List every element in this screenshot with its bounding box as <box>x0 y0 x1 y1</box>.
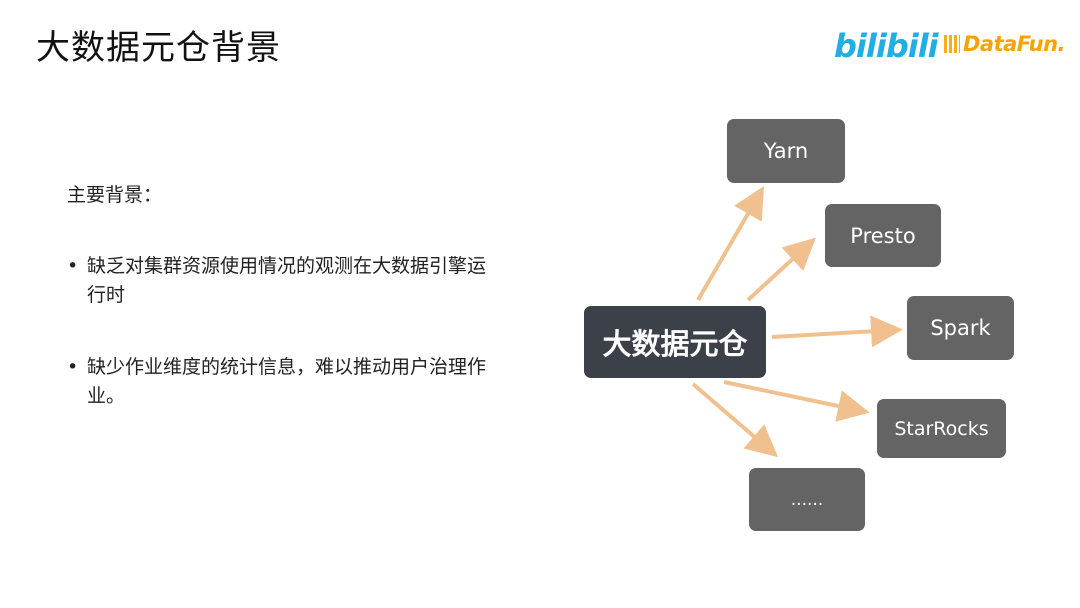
arrow-to-yarn <box>696 186 765 302</box>
bullet-marker: • <box>67 255 79 277</box>
arrow-to-starrocks <box>723 380 870 422</box>
arrow-to-spark <box>771 315 903 348</box>
arrow-to-presto <box>746 237 816 302</box>
datafun-logo: DataFun. <box>944 32 1066 56</box>
node-yarn: Yarn <box>727 119 845 183</box>
bullet-text: 缺少作业维度的统计信息，难以推动用户治理作业。 <box>87 356 487 407</box>
node-presto: Presto <box>825 204 941 267</box>
center-node: 大数据元仓 <box>584 306 766 378</box>
node-starrocks: StarRocks <box>877 399 1006 458</box>
bullet-item: • 缺少作业维度的统计信息，难以推动用户治理作业。 <box>67 353 487 411</box>
node-spark: Spark <box>907 296 1014 360</box>
node-more: ...... <box>749 468 865 531</box>
background-heading: 主要背景： <box>67 184 163 206</box>
arrow-to-more <box>691 382 779 458</box>
bilibili-logo: bilibili <box>834 27 939 65</box>
bullet-item: • 缺乏对集群资源使用情况的观测在大数据引擎运行时 <box>67 252 487 310</box>
bullet-text: 缺乏对集群资源使用情况的观测在大数据引擎运行时 <box>87 255 487 306</box>
datafun-icon <box>944 35 960 53</box>
page-title: 大数据元仓背景 <box>36 28 281 68</box>
datafun-logo-text: DataFun. <box>963 32 1066 56</box>
bullet-marker: • <box>67 356 79 378</box>
